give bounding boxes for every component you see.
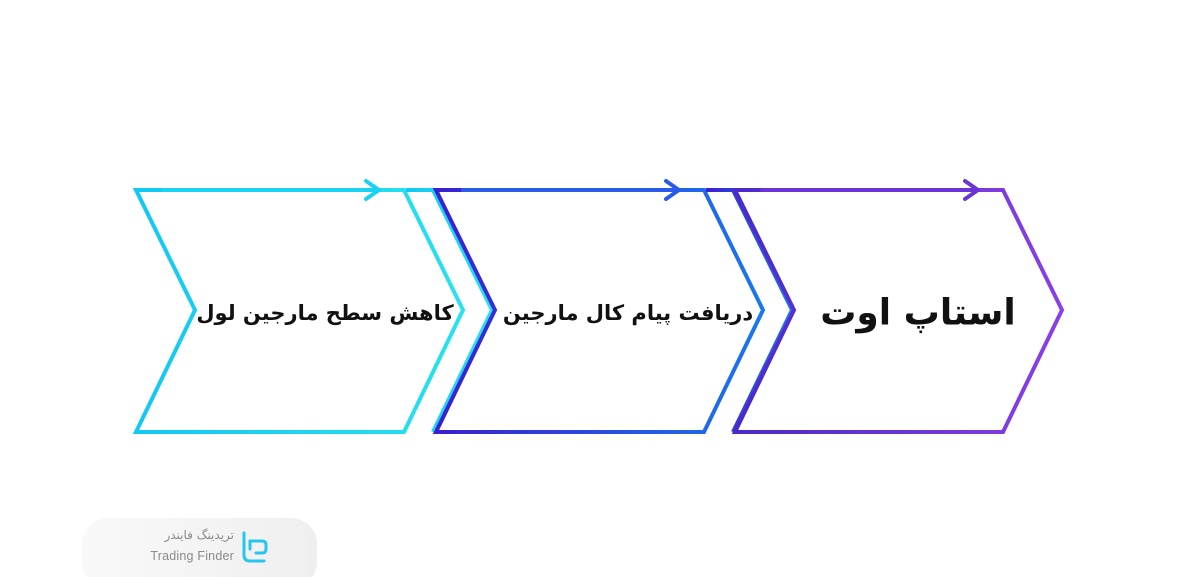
step-1-arrow-icon	[161, 179, 381, 201]
trading-finder-logo-icon	[242, 531, 268, 563]
step-1-connector-stroke	[406, 188, 495, 433]
step-2-chevron-outline	[432, 188, 766, 434]
step-3-arrow-icon	[760, 179, 980, 201]
step-3-chevron	[731, 179, 1065, 434]
step-1-label: کاهش سطح مارجین لول	[196, 301, 454, 325]
step-2-arrow-icon	[461, 179, 681, 201]
step-2-label: دریافت پیام کال مارجین	[502, 301, 754, 325]
step-1-chevron	[132, 179, 495, 434]
brand-watermark	[82, 518, 317, 577]
step-1-chevron-outline	[132, 188, 466, 434]
step-3-label: استاپ اوت	[820, 292, 1016, 334]
brand-name-en: Trading Finder	[150, 549, 234, 563]
step-3-chevron-outline	[731, 188, 1065, 434]
brand-name-fa: تریدینگ فایندر	[164, 528, 234, 542]
